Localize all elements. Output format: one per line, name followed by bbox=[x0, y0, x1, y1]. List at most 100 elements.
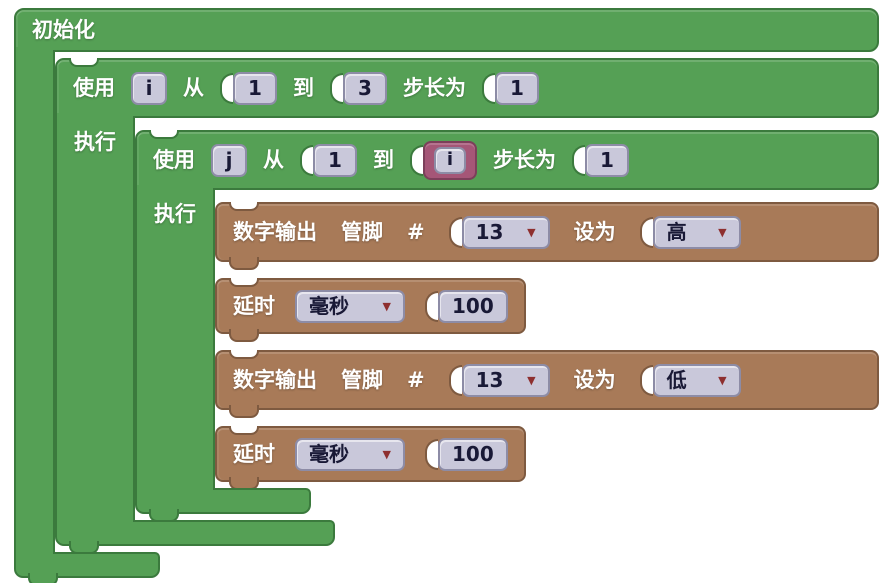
for-i-step-value[interactable]: 1 bbox=[495, 71, 539, 105]
for-i-var-field[interactable]: i bbox=[131, 71, 167, 105]
digital-high-hash-label: # bbox=[407, 219, 425, 244]
connector-bump-icon bbox=[229, 329, 259, 342]
for-i-kw-use: 使用 bbox=[73, 75, 115, 100]
init-statement-stack: 使用 i 从 1 到 3 步长为 bbox=[55, 52, 879, 554]
for-i-to-value[interactable]: 3 bbox=[343, 71, 387, 105]
variable-i-field[interactable]: i bbox=[434, 146, 466, 174]
for-j-var-field[interactable]: j bbox=[211, 143, 247, 177]
digital-low-pin-dropdown[interactable]: 13 ▼ bbox=[461, 363, 550, 397]
digital-low-level-slot: 低 ▼ bbox=[639, 363, 741, 397]
connector-notch-icon bbox=[229, 278, 259, 287]
for-i-statement-stack: 使用 j 从 1 到 bbox=[135, 118, 879, 522]
digital-high-pin-value: 13 bbox=[475, 220, 504, 244]
for-i-kw-to: 到 bbox=[293, 75, 314, 100]
delay-1-value[interactable]: 100 bbox=[438, 289, 508, 323]
delay-1-label: 延时 bbox=[233, 293, 275, 318]
for-i-from-value[interactable]: 1 bbox=[233, 71, 277, 105]
dropdown-arrow-icon: ▼ bbox=[382, 299, 391, 313]
digital-high-level-slot: 高 ▼ bbox=[639, 215, 741, 249]
dropdown-arrow-icon: ▼ bbox=[718, 225, 727, 239]
block-digital-write-low[interactable]: 数字输出 管脚 # 13 ▼ bbox=[215, 350, 879, 418]
init-footer bbox=[14, 544, 160, 583]
digital-high-label: 数字输出 bbox=[233, 219, 317, 244]
connector-notch-icon bbox=[229, 426, 259, 435]
digital-low-pin-value: 13 bbox=[475, 368, 504, 392]
block-digital-write-high[interactable]: 数字输出 管脚 # 13 ▼ bbox=[215, 202, 879, 270]
for-j-kw-use: 使用 bbox=[153, 147, 195, 172]
block-variable-i[interactable]: i bbox=[423, 140, 477, 180]
delay-1-unit-dropdown[interactable]: 毫秒 ▼ bbox=[295, 289, 405, 323]
value-socket-icon bbox=[639, 364, 653, 396]
value-socket-icon bbox=[448, 216, 462, 248]
dropdown-arrow-icon: ▼ bbox=[527, 225, 536, 239]
digital-high-pin-dropdown[interactable]: 13 ▼ bbox=[461, 215, 550, 249]
delay-2-value[interactable]: 100 bbox=[438, 437, 508, 471]
value-socket-icon bbox=[220, 72, 233, 104]
init-header: 初始化 bbox=[14, 8, 879, 54]
value-socket-icon bbox=[482, 72, 495, 104]
value-socket-icon bbox=[300, 144, 313, 176]
digital-low-set-label: 设为 bbox=[573, 367, 616, 392]
for-j-kw-to: 到 bbox=[373, 147, 394, 172]
block-delay-2[interactable]: 延时 毫秒 ▼ 100 bbox=[215, 426, 526, 490]
block-init[interactable]: 初始化 使用 i 从 1 到 bbox=[14, 8, 879, 583]
for-i-from-slot: 1 bbox=[220, 71, 277, 105]
digital-low-label: 数字输出 bbox=[233, 367, 317, 392]
value-socket-icon bbox=[572, 144, 585, 176]
connector-bump-icon bbox=[229, 257, 259, 270]
block-for-j[interactable]: 使用 j 从 1 到 bbox=[135, 130, 879, 522]
digital-high-pin-slot: 13 ▼ bbox=[448, 215, 550, 249]
connector-notch-icon bbox=[229, 202, 259, 211]
digital-low-pin-slot: 13 ▼ bbox=[448, 363, 550, 397]
digital-low-hash-label: # bbox=[407, 367, 425, 392]
delay-1-unit-value: 毫秒 bbox=[309, 294, 349, 318]
for-i-kw-from: 从 bbox=[183, 75, 204, 100]
for-j-kw-from: 从 bbox=[263, 147, 284, 172]
digital-low-level-dropdown[interactable]: 低 ▼ bbox=[652, 363, 741, 397]
dropdown-arrow-icon: ▼ bbox=[382, 447, 391, 461]
init-label: 初始化 bbox=[32, 17, 95, 42]
for-i-footer bbox=[55, 512, 335, 554]
digital-high-level-value: 高 bbox=[666, 220, 687, 244]
value-socket-icon bbox=[425, 438, 438, 470]
for-j-step-value[interactable]: 1 bbox=[585, 143, 629, 177]
value-socket-icon bbox=[330, 72, 343, 104]
block-delay-1[interactable]: 延时 毫秒 ▼ 100 bbox=[215, 278, 526, 342]
digital-high-pin-label: 管脚 bbox=[341, 219, 383, 244]
connector-notch-icon bbox=[229, 350, 259, 359]
for-j-from-value[interactable]: 1 bbox=[313, 143, 357, 177]
connector-notch-icon bbox=[69, 58, 99, 67]
for-i-kw-step: 步长为 bbox=[403, 75, 466, 100]
for-j-to-slot: i bbox=[410, 140, 477, 180]
block-for-i[interactable]: 使用 i 从 1 到 3 步长为 bbox=[55, 58, 879, 554]
delay-1-value-slot: 100 bbox=[425, 289, 508, 323]
value-socket-icon bbox=[410, 144, 423, 176]
for-j-do-label: 执行 bbox=[154, 202, 196, 226]
delay-2-label: 延时 bbox=[233, 441, 275, 466]
for-j-header: 使用 j 从 1 到 bbox=[135, 130, 879, 192]
delay-2-value-slot: 100 bbox=[425, 437, 508, 471]
value-socket-icon bbox=[425, 290, 438, 322]
digital-high-level-dropdown[interactable]: 高 ▼ bbox=[652, 215, 741, 249]
delay-2-unit-dropdown[interactable]: 毫秒 ▼ bbox=[295, 437, 405, 471]
digital-high-set-label: 设为 bbox=[573, 219, 616, 244]
for-j-from-slot: 1 bbox=[300, 143, 357, 177]
value-socket-icon bbox=[448, 364, 462, 396]
delay-2-unit-value: 毫秒 bbox=[309, 442, 349, 466]
for-i-do-label: 执行 bbox=[74, 130, 116, 154]
digital-low-pin-label: 管脚 bbox=[341, 367, 383, 392]
dropdown-arrow-icon: ▼ bbox=[718, 373, 727, 387]
for-j-step-slot: 1 bbox=[572, 143, 629, 177]
connector-notch-icon bbox=[149, 130, 179, 139]
value-socket-icon bbox=[639, 216, 653, 248]
for-j-do-spine: 执行 bbox=[135, 190, 215, 488]
for-j-kw-step: 步长为 bbox=[493, 147, 556, 172]
for-i-to-slot: 3 bbox=[330, 71, 387, 105]
connector-bump-icon bbox=[28, 573, 58, 583]
for-i-step-slot: 1 bbox=[482, 71, 539, 105]
for-i-header: 使用 i 从 1 到 3 步长为 bbox=[55, 58, 879, 120]
init-spine bbox=[14, 52, 55, 552]
for-j-statement-stack: 数字输出 管脚 # 13 ▼ bbox=[215, 190, 879, 490]
for-j-footer bbox=[135, 480, 311, 522]
